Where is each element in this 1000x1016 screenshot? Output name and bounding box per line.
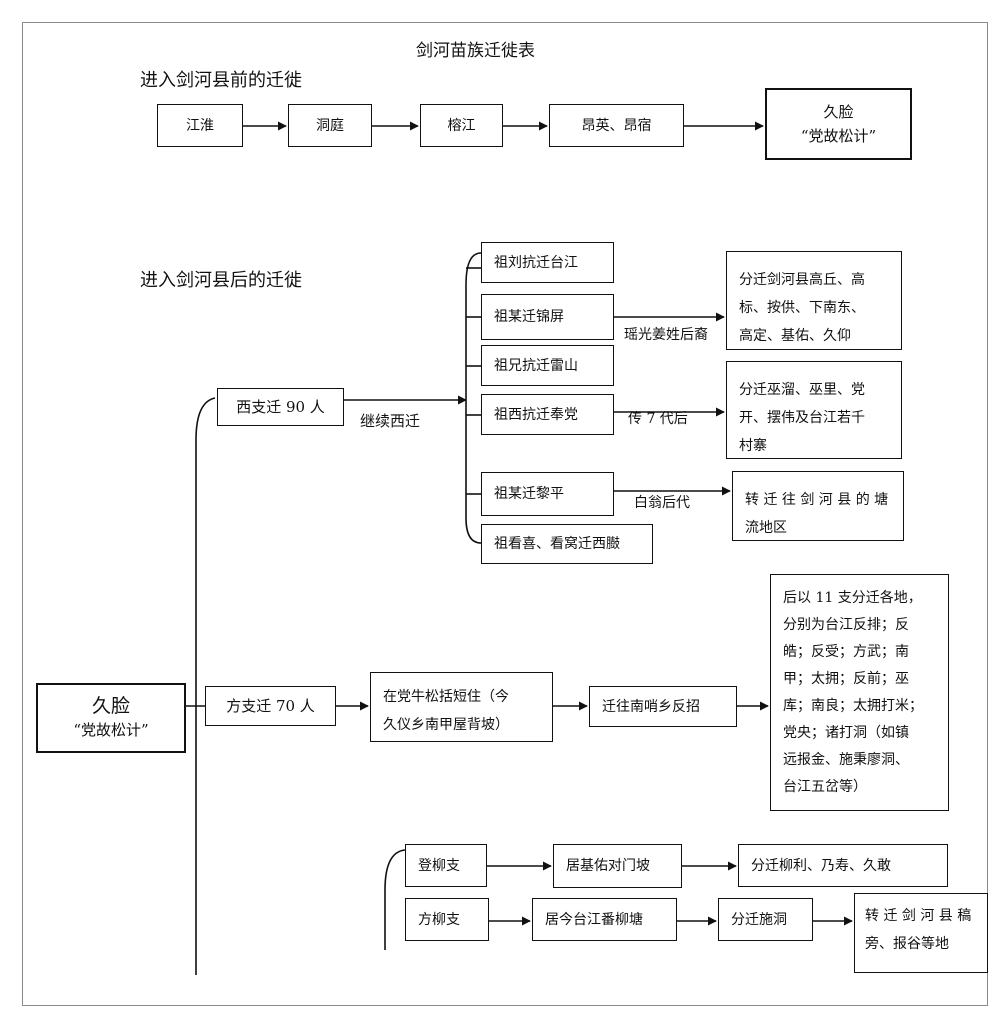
west-sub-box-0: 祖刘抗迁台江 (481, 242, 614, 283)
west-sub-box-3: 祖西抗迁奉党 (481, 394, 614, 435)
fang-result-line: 远报金、施秉廖洞、 (783, 752, 909, 768)
fang-result-line: 库；南良；太拥打米； (783, 698, 923, 714)
target-box-wuliu: 分迁巫溜、巫里、党 开、摆伟及台江若千 村寨 (726, 361, 902, 459)
fang-branch-box: 方支迁 70 人 (205, 686, 336, 726)
diagram-title: 剑河苗族迁徙表 (416, 41, 535, 61)
west-sub-box-5: 祖看喜、看窝迁西臌 (481, 524, 653, 564)
step-box-rongjiang: 榕江 (420, 104, 503, 147)
diagram-frame (22, 22, 988, 1006)
fang-result-box: 后以 11 支分迁各地， 分别为台江反排；反 皓；反受；方武；南 甲；太拥；反前… (770, 574, 949, 811)
step-box-dongting: 洞庭 (288, 104, 372, 147)
step-box-jianghuai: 江淮 (157, 104, 243, 147)
fang-step1-box: 在党牛松括短住（今 久仪乡南甲屋背坡） (370, 672, 553, 742)
link-label-liping: 白翁后代 (634, 495, 690, 511)
west-connector-label: 继续西迁 (360, 412, 421, 430)
link-label-jinping: 瑶光姜姓后裔 (624, 327, 708, 343)
end-box-name: 久脸 (823, 103, 854, 121)
dengliu-box: 登柳支 (405, 844, 487, 887)
fang-result-line: 甲；太拥；反前；巫 (783, 671, 909, 687)
dengliu-step1-box: 居基佑对门坡 (553, 844, 682, 888)
fangliu-step1-box: 居今台江番柳塘 (532, 898, 677, 941)
section-before-heading: 进入剑河县前的迁徙 (140, 70, 302, 91)
fang-result-line: 分别为台江反排；反 (783, 617, 909, 633)
fang-step1-line: 久仪乡南甲屋背坡） (383, 717, 509, 733)
target-line: 分迁剑河县高丘、高 (739, 272, 865, 288)
target-line: 标、按供、下南东、 (739, 300, 865, 316)
target-line: 高定、基佑、久仰 (739, 328, 851, 344)
west-sub-box-4: 祖某迁黎平 (481, 472, 614, 516)
dengliu-step2-box: 分迁柳利、乃寿、久敢 (738, 844, 948, 887)
link-label-fengdang: 传 7 代后 (628, 411, 688, 427)
fang-result-line: 后以 11 支分迁各地， (783, 590, 922, 606)
target-line: 流地区 (745, 520, 787, 536)
root-box-jiulian: 久脸 “党故松计” (36, 683, 186, 753)
target-line: 村寨 (739, 438, 767, 454)
root-trunk (195, 397, 216, 975)
west-branch-box: 西支迁 90 人 (217, 388, 344, 426)
fangliu-box: 方柳支 (405, 898, 489, 941)
root-box-name: 久脸 (91, 695, 130, 717)
west-sub-box-1: 祖某迁锦屏 (481, 294, 614, 340)
fang-step1-line: 在党牛松括短住（今 (383, 689, 509, 705)
lower-bracket (384, 849, 406, 950)
target-line: 开、摆伟及台江若千 (739, 410, 865, 426)
target-box-tangliu: 转 迁 往 剑 河 县 的 塘 流地区 (732, 471, 904, 541)
fang-result-line: 皓；反受；方武；南 (783, 644, 909, 660)
fang-result-line: 党央；诸打洞（如镇 (783, 725, 909, 741)
west-sub-bracket (465, 252, 482, 544)
west-sub-box-2: 祖兄抗迁雷山 (481, 345, 614, 386)
end-box-note: “党故松计” (800, 127, 877, 145)
fangliu-step2-box: 分迁施洞 (718, 898, 813, 941)
target-line: 转 迁 往 剑 河 县 的 塘 (745, 492, 889, 508)
fangliu-step3-box: 转 迁 剑 河 县 稿 旁、报谷等地 (854, 893, 988, 973)
fang-result-line: 台江五岔等） (783, 779, 867, 795)
target-box-gaoqiu: 分迁剑河县高丘、高 标、按供、下南东、 高定、基佑、久仰 (726, 251, 902, 350)
end-box-jiulian: 久脸 “党故松计” (765, 88, 912, 160)
fangliu-step3-line: 旁、报谷等地 (865, 936, 949, 952)
section-after-heading: 进入剑河县后的迁徙 (140, 270, 302, 291)
fang-step2-box: 迁往南哨乡反招 (589, 686, 737, 727)
root-box-note: “党故松计” (73, 721, 149, 739)
fangliu-step3-line: 转 迁 剑 河 县 稿 (865, 908, 972, 924)
target-line: 分迁巫溜、巫里、党 (739, 382, 865, 398)
step-box-angying: 昂英、昂宿 (549, 104, 684, 147)
